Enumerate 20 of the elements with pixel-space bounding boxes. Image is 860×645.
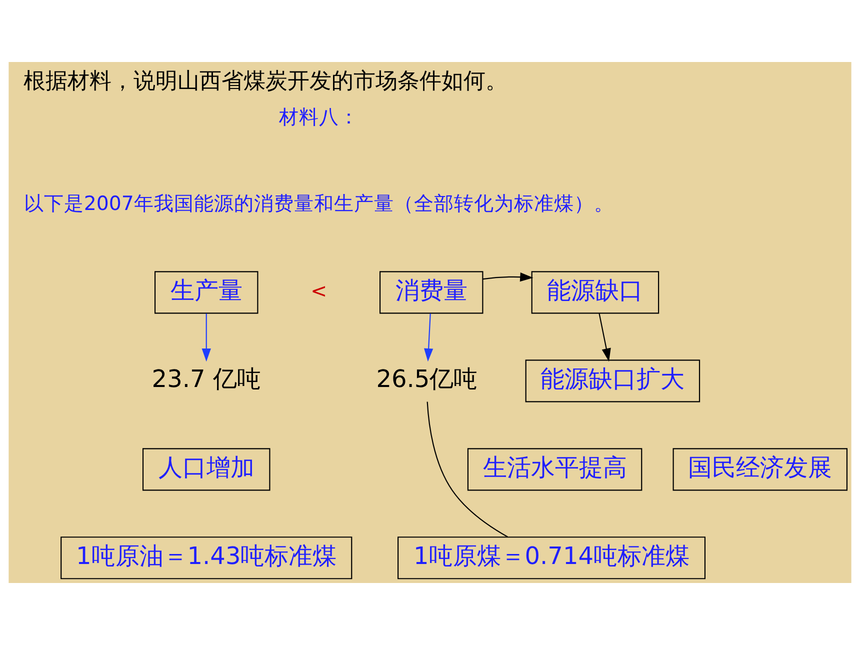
node-box: 人口增加 [142, 448, 270, 491]
node-box: 生产量 [154, 271, 258, 314]
connector [426, 402, 508, 538]
diagram-title: 根据材料，说明山西省煤炭开发的市场条件如何。 [23, 69, 508, 94]
node-text: 23.7 亿吨 [152, 365, 261, 394]
node-box: 消费量 [379, 271, 484, 314]
label: < [310, 279, 328, 302]
arrow [598, 313, 611, 362]
node-box: 1吨原煤＝0.714吨标准煤 [398, 536, 706, 580]
label: 材料八： [278, 106, 359, 129]
arrow [424, 314, 434, 362]
arrow [482, 272, 534, 282]
node-box: 生活水平提高 [467, 448, 642, 491]
label: 以下是2007年我国能源的消费量和生产量（全部转化为标准煤）。 [24, 192, 614, 215]
node-text: 26.5亿吨 [376, 365, 478, 394]
node-box: 能源缺口 [531, 271, 660, 314]
node-box: 能源缺口扩大 [525, 360, 700, 402]
node-box: 国民经济发展 [672, 448, 848, 491]
node-box: 1吨原油＝1.43吨标准煤 [60, 536, 352, 580]
arrow [202, 314, 211, 362]
